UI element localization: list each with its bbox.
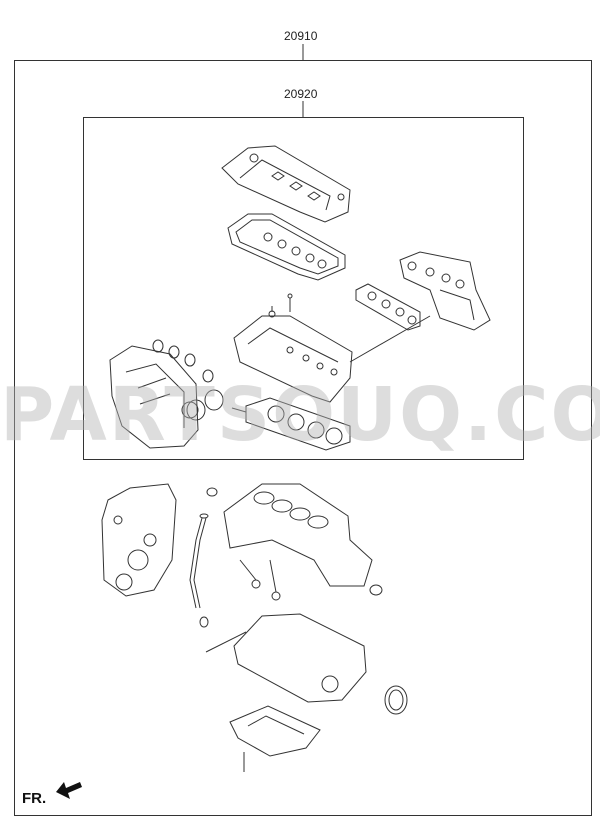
outer-assembly-frame [14,60,592,816]
cylinder-block-part [206,483,383,601]
part-number-inner[interactable]: 20920 [284,87,318,101]
valve-cover-gasket-part [227,213,346,281]
oil-pan-lower-part [229,705,321,772]
head-gasket-part [231,397,351,451]
oil-dipstick-part [189,513,209,628]
intake-o-rings-part [152,339,224,421]
exhaust-manifold-gasket-part [355,283,421,331]
cylinder-head-part [233,293,431,403]
timing-cover-part [101,483,177,597]
watermark-text: PARTSOUQ.COM [0,372,600,458]
exhaust-manifold-part [399,251,491,331]
intake-manifold-part [109,345,199,449]
front-marker-label: FR. [22,790,47,807]
rear-main-seal-part [384,685,408,715]
front-direction-arrow-icon [56,782,82,799]
oil-pan-upper-part [205,613,367,703]
valve-cover-part [221,145,351,223]
part-number-outer[interactable]: 20910 [284,29,318,43]
inner-assembly-frame [83,117,524,460]
